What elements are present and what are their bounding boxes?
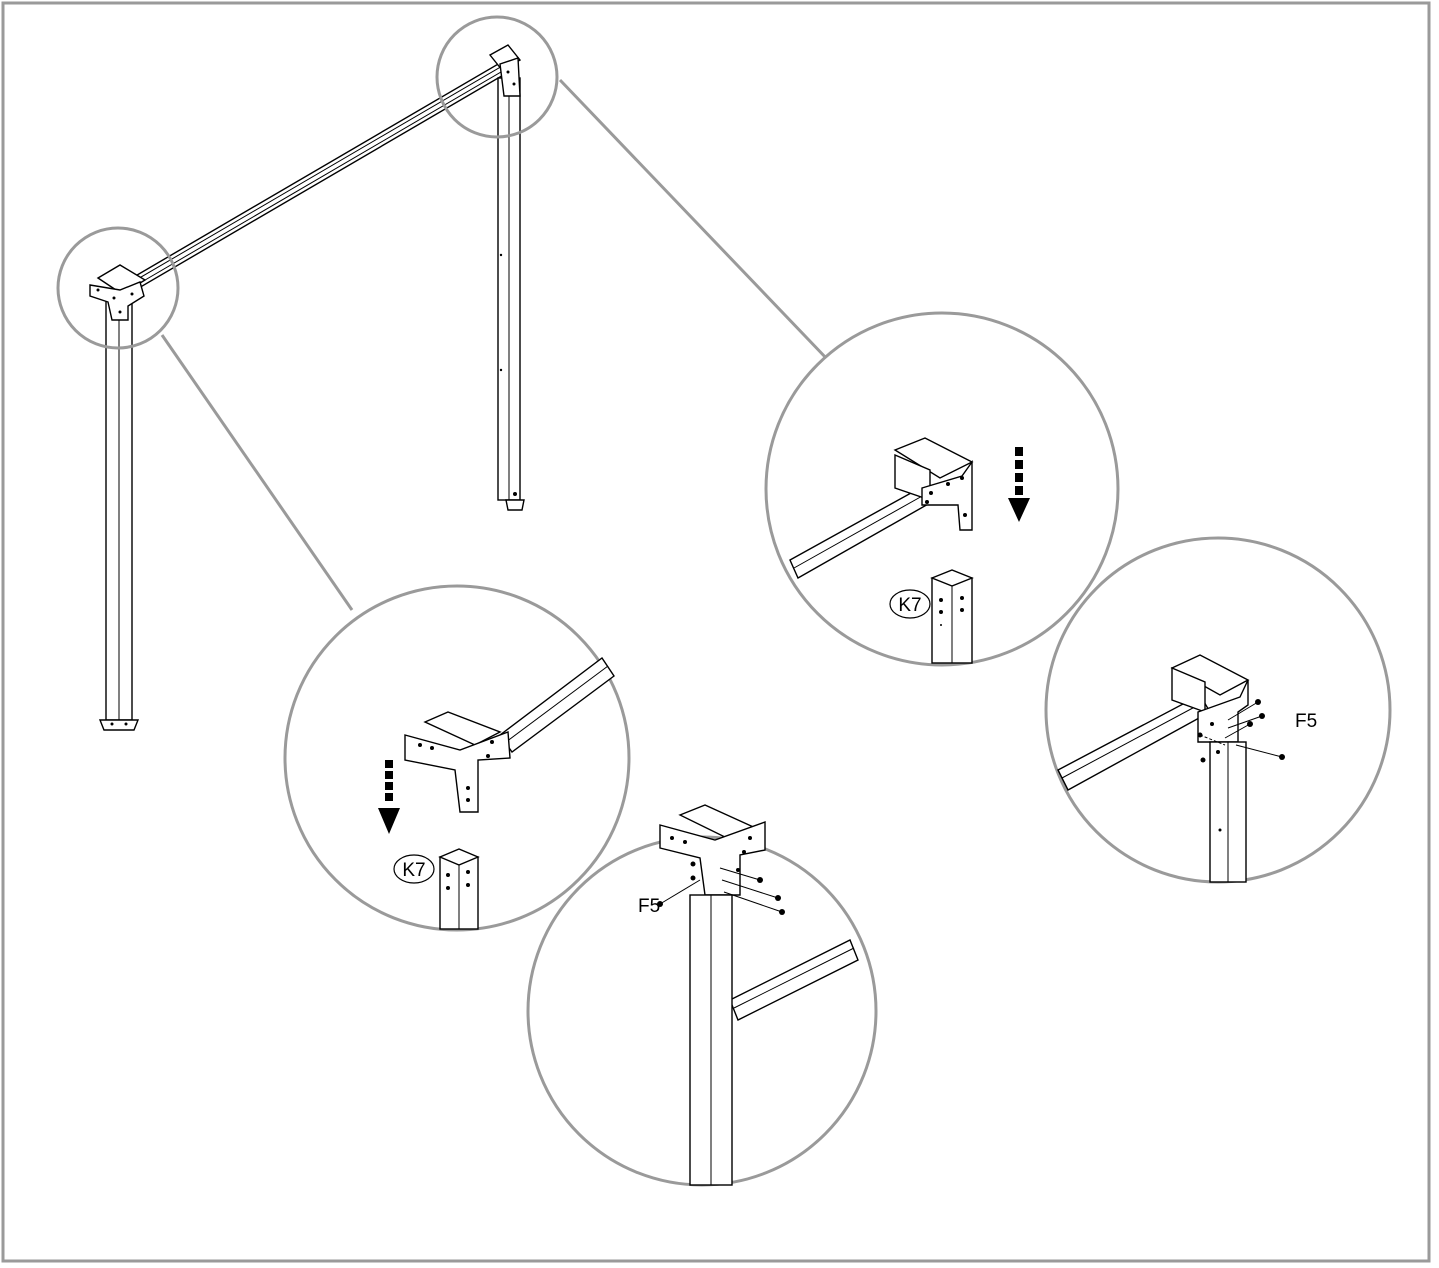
bolt-icon: [1197, 699, 1285, 763]
k7-label-bubble: [393, 854, 435, 884]
highlight-circle-right-corner: [435, 15, 559, 139]
left-post: [98, 299, 140, 731]
down-arrow-icon: [378, 760, 400, 834]
right-foot-plate: [505, 499, 525, 511]
leader-line-right: [558, 78, 830, 362]
highlight-circle-left-corner: [56, 226, 180, 350]
part-label-k7: K7: [402, 860, 425, 881]
left-corner-bracket: [89, 264, 147, 321]
main-frame-assembly: [89, 44, 525, 731]
fastener-label-f5-left: F5: [638, 896, 660, 917]
down-arrow-icon: [1008, 447, 1030, 522]
detail-right-corner-placement: K7: [764, 311, 1120, 667]
leader-line-left: [160, 334, 354, 611]
right-corner-bracket: [488, 44, 522, 97]
detail-right-corner-fastening: F5: [1044, 536, 1392, 884]
right-post: [497, 77, 525, 511]
fastener-label-f5-right: F5: [1295, 711, 1317, 732]
part-label-k7: K7: [898, 595, 921, 616]
detail-left-corner-placement: K7: [283, 584, 631, 932]
left-foot-plate: [98, 719, 140, 731]
top-crossbar: [118, 59, 519, 293]
detail-left-corner-fastening: F5: [526, 804, 878, 1187]
bolt-icon: [657, 861, 785, 915]
k7-label-bubble: [889, 589, 931, 619]
